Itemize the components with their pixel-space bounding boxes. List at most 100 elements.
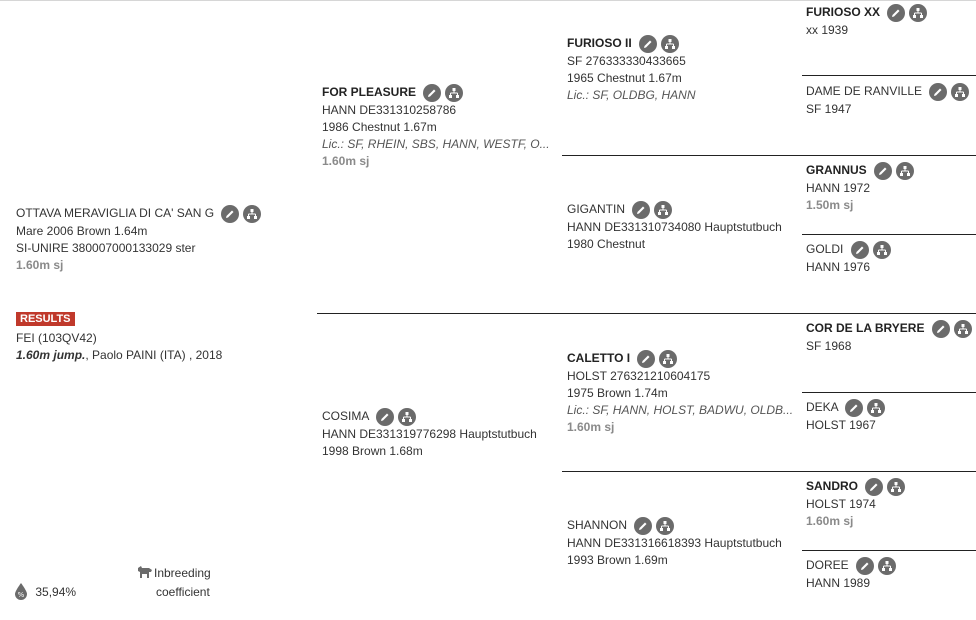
- divider-gen3-3: [802, 392, 976, 393]
- ss-licences: Lic.: SF, OLDBG, HANN: [567, 88, 696, 102]
- subject-level: 1.60m sj: [16, 258, 64, 272]
- sss-block: FURIOSO XX xx 1939: [806, 4, 928, 39]
- ddd-name-row: DOREE: [806, 557, 897, 575]
- pedigree-tree-icon[interactable]: [909, 4, 928, 22]
- dam-name-row: COSIMA: [322, 408, 537, 426]
- pedigree-tree-icon[interactable]: [867, 399, 886, 417]
- pencil-icon[interactable]: [632, 201, 651, 219]
- dam-line1: HANN DE331319776298 Hauptstutbuch: [322, 427, 537, 441]
- result-bold: 1.60m jump.: [16, 348, 86, 362]
- sds-name[interactable]: GRANNUS: [806, 163, 867, 178]
- sd-name-row: GIGANTIN: [567, 201, 782, 219]
- dd-name[interactable]: SHANNON: [567, 518, 628, 533]
- dds-name-row: SANDRO: [806, 478, 906, 496]
- divider-gen3-1: [802, 75, 976, 76]
- pedigree-tree-icon[interactable]: [243, 205, 262, 223]
- fei-id: FEI (103QV42): [16, 331, 97, 345]
- pencil-icon[interactable]: [634, 517, 653, 535]
- pedigree-tree-icon[interactable]: [656, 517, 675, 535]
- result-rest: , Paolo PAINI (ITA) , 2018: [85, 348, 223, 362]
- sds-line1: HANN 1972: [806, 181, 871, 195]
- pedigree-tree-icon[interactable]: [654, 201, 673, 219]
- sd-block: GIGANTIN HANN DE331310734080 Hauptstutbu…: [567, 201, 782, 253]
- pedigree-tree-icon[interactable]: [951, 83, 970, 101]
- sd-name[interactable]: GIGANTIN: [567, 202, 626, 217]
- dd-block: SHANNON HANN DE331316618393 Hauptstutbuc…: [567, 517, 782, 569]
- coi-value-block: % 35,94%: [14, 582, 76, 603]
- pedigree-tree-icon[interactable]: [661, 35, 680, 53]
- subject-block: OTTAVA MERAVIGLIA DI CA' SAN G Mare 2006…: [16, 205, 262, 274]
- pencil-icon[interactable]: [887, 4, 906, 22]
- svg-text:%: %: [18, 591, 25, 599]
- dds-level: 1.60m sj: [806, 514, 854, 528]
- ss-line2: 1965 Chestnut 1.67m: [567, 71, 682, 85]
- pedigree-tree-icon[interactable]: [953, 320, 972, 338]
- results-block: RESULTS FEI (103QV42) 1.60m jump., Paolo…: [16, 311, 222, 364]
- ddd-block: DOREE HANN 1989: [806, 557, 897, 592]
- dss-line1: SF 1968: [806, 339, 852, 353]
- coi-label-block: Inbreeding coefficient: [136, 565, 211, 601]
- pencil-icon[interactable]: [931, 320, 950, 338]
- pencil-icon[interactable]: [845, 399, 864, 417]
- pencil-icon[interactable]: [376, 408, 395, 426]
- ssd-line1: SF 1947: [806, 102, 852, 116]
- sdd-name[interactable]: GOLDI: [806, 242, 844, 257]
- pencil-icon[interactable]: [639, 35, 658, 53]
- ds-name[interactable]: CALETTO I: [567, 351, 631, 366]
- pencil-icon[interactable]: [850, 241, 869, 259]
- sire-block: FOR PLEASURE HANN DE331310258786 1986 Ch…: [322, 84, 550, 170]
- ds-licences: Lic.: SF, HANN, HOLST, BADWU, OLDB...: [567, 403, 794, 417]
- pedigree-tree-icon[interactable]: [659, 350, 678, 368]
- dam-block: COSIMA HANN DE331319776298 Hauptstutbuch…: [322, 408, 537, 460]
- ssd-name[interactable]: DAME DE RANVILLE: [806, 84, 923, 99]
- sire-licences: Lic.: SF, RHEIN, SBS, HANN, WESTF, O...: [322, 137, 550, 151]
- dam-name[interactable]: COSIMA: [322, 409, 369, 424]
- dd-line2: 1993 Brown 1.69m: [567, 553, 668, 567]
- sss-name[interactable]: FURIOSO XX: [806, 5, 881, 20]
- pedigree-tree-icon[interactable]: [878, 557, 897, 575]
- pedigree-tree-icon[interactable]: [896, 162, 915, 180]
- sire-line2: 1986 Chestnut 1.67m: [322, 120, 437, 134]
- dd-line1: HANN DE331316618393 Hauptstutbuch: [567, 536, 782, 550]
- pedigree-tree-icon[interactable]: [872, 241, 891, 259]
- ddd-name[interactable]: DOREE: [806, 558, 849, 573]
- result-line: 1.60m jump., Paolo PAINI (ITA) , 2018: [16, 347, 222, 364]
- subject-line2: SI-UNIRE 380007000133029 ster: [16, 241, 196, 255]
- pedigree-tree-icon[interactable]: [445, 84, 464, 102]
- sds-block: GRANNUS HANN 1972 1.50m sj: [806, 162, 915, 214]
- dd-name-row: SHANNON: [567, 517, 782, 535]
- dsd-name[interactable]: DEKA: [806, 400, 839, 415]
- divider-gen3-2: [802, 234, 976, 235]
- ss-name-row: FURIOSO II: [567, 35, 695, 53]
- ds-line2: 1975 Brown 1.74m: [567, 386, 668, 400]
- dss-name[interactable]: COR DE LA BRYERE: [806, 321, 925, 336]
- ss-name[interactable]: FURIOSO II: [567, 36, 632, 51]
- pedigree-tree-icon[interactable]: [398, 408, 417, 426]
- sd-line1: HANN DE331310734080 Hauptstutbuch: [567, 220, 782, 234]
- pencil-icon[interactable]: [929, 83, 948, 101]
- divider-gen3-4: [802, 550, 976, 551]
- pencil-icon[interactable]: [856, 557, 875, 575]
- ds-name-row: CALETTO I: [567, 350, 793, 368]
- subject-name-row: OTTAVA MERAVIGLIA DI CA' SAN G: [16, 205, 262, 223]
- sire-level: 1.60m sj: [322, 154, 370, 168]
- ds-block: CALETTO I HOLST 276321210604175 1975 Bro…: [567, 350, 793, 436]
- pencil-icon[interactable]: [637, 350, 656, 368]
- pencil-icon[interactable]: [874, 162, 893, 180]
- results-badge[interactable]: RESULTS: [16, 312, 75, 326]
- dam-line2: 1998 Brown 1.68m: [322, 444, 423, 458]
- dds-line1: HOLST 1974: [806, 497, 876, 511]
- pedigree-tree-icon[interactable]: [887, 478, 906, 496]
- top-border: [0, 0, 976, 1]
- sire-name[interactable]: FOR PLEASURE: [322, 85, 417, 100]
- pencil-icon[interactable]: [423, 84, 442, 102]
- dds-block: SANDRO HOLST 1974 1.60m sj: [806, 478, 906, 530]
- ds-level: 1.60m sj: [567, 420, 615, 434]
- dds-name[interactable]: SANDRO: [806, 479, 859, 494]
- pencil-icon[interactable]: [865, 478, 884, 496]
- dss-block: COR DE LA BRYERE SF 1968: [806, 320, 972, 355]
- ss-line1: SF 276333330433665: [567, 54, 686, 68]
- pencil-icon[interactable]: [221, 205, 240, 223]
- subject-name[interactable]: OTTAVA MERAVIGLIA DI CA' SAN G: [16, 206, 215, 221]
- sd-line2: 1980 Chestnut: [567, 237, 646, 251]
